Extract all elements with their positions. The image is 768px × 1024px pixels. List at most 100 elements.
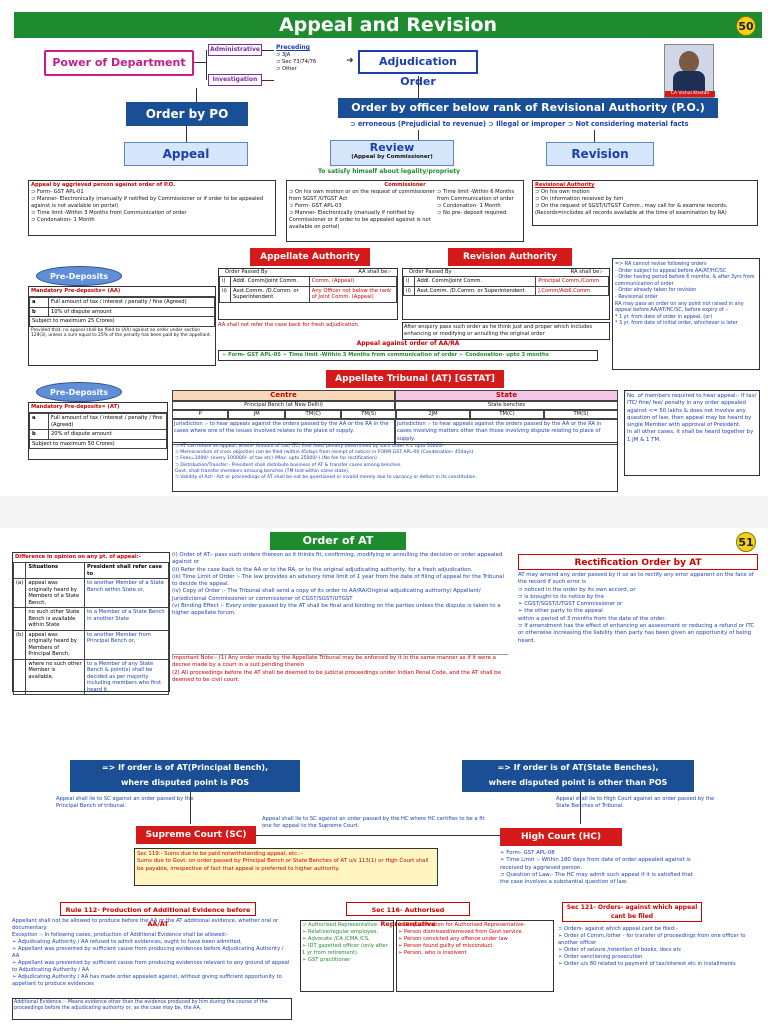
- legality-note: To satisfy himself about legality/propri…: [318, 168, 518, 176]
- centre-col-jm: JM: [228, 410, 284, 419]
- revision-box: Revision: [546, 142, 654, 166]
- ra-head-left: Order Passed By: [409, 269, 452, 276]
- pos-principal-bench-box: => If order is of AT(Principal Bench), w…: [70, 760, 300, 792]
- aa-deposit-a: Full amount of tax / interest / penalty …: [49, 298, 215, 308]
- revisional-title: Revisional Authority: [535, 182, 755, 189]
- rule-112-title: Rule 112- Production of Additional Evide…: [60, 902, 256, 916]
- at-subject: Subject to maximum 50 Crores): [30, 439, 167, 449]
- appeal-details-title: Appeal by aggrieved person against order…: [31, 182, 273, 189]
- centre-col-tmc: TM(C): [285, 410, 341, 419]
- aa-refer-note: AA shall not refer the case back for fre…: [218, 322, 408, 329]
- sec-116-right: ⊃ Disqualification for Authorised Repres…: [396, 920, 554, 992]
- jurisdiction-state: Jurisdiction :- to hear appeals against …: [395, 419, 618, 444]
- state-col-tmc: TM(C): [470, 410, 544, 419]
- review-box: Review (Appeal by Commissioner): [330, 140, 454, 166]
- ra-row2-right: J.Comm/Addl.Comm: [536, 286, 609, 296]
- state-col-tms: TM(S): [544, 410, 618, 419]
- hc-points: ➢ Form- GST APL-08 ➢ Time Limit :- Withi…: [500, 850, 700, 898]
- revisional-text: ⊃ On his own motion ⊃ On information rec…: [535, 189, 755, 217]
- rectification-title: Rectification Order by AT: [518, 554, 758, 570]
- adjudication-order-box: Adjudication Order: [358, 50, 478, 74]
- aa-row1-right: Comm. (Appeal): [309, 277, 396, 287]
- aa-deposit-b: 10% of dispute amount: [49, 307, 215, 317]
- order-points: (i) Order of AT:- pass such orders there…: [172, 552, 508, 652]
- aa-subject: Subject to maximum 25 Crores): [30, 317, 215, 327]
- high-court-box: High Court (HC): [500, 828, 622, 846]
- hc-appeal-note: Appeal shall lie to High Court against a…: [556, 796, 726, 810]
- commissioner-title: Commissioner: [289, 182, 521, 189]
- state-header: State: [395, 390, 618, 401]
- aa-order-table: Order Passed By AA shall be:- i)Addl. Co…: [218, 268, 398, 320]
- revision-authority-box: Revision Authority: [448, 248, 572, 266]
- tribunal-points: ⊃ AT can refuse an appeal, where- Amount…: [172, 442, 618, 492]
- appellate-authority-box: Appellate Authority: [250, 248, 370, 266]
- author-name: CA Vishal Khetan: [665, 91, 715, 97]
- difference-title: Difference in opinion on any pt. of appe…: [13, 553, 169, 562]
- aa-ra-form-line: ➢ Form- GST APL-05 ➢ Time limit -Within …: [218, 350, 598, 361]
- order-of-at-title: Order of AT: [270, 532, 406, 550]
- ra-order-table: Order Passed By RA shall be:- i)Addl. Co…: [402, 268, 610, 320]
- pre-deposits-badge-2: Pre-Deposits: [36, 382, 122, 402]
- diff-row-right: to another Member of a State Bench withi…: [84, 579, 168, 608]
- sc-appeal-note: Appeal shall lie to SC against an order …: [56, 796, 206, 810]
- difference-opinion-table: Difference in opinion on any pt. of appe…: [12, 552, 170, 692]
- centre-col-p: P: [172, 410, 228, 419]
- appellate-tribunal-box: Appellate Tribunal (AT) [GSTAT]: [326, 370, 504, 388]
- diff-row-left: no such other State Bench is available w…: [26, 608, 85, 631]
- rule-112-text: Appellant shall not be allowed to produc…: [12, 918, 292, 996]
- ra-cannot-revise-box: => RA cannot revise following orders - O…: [612, 258, 760, 370]
- sec-121-title: Sec 121- Orders- against which appeal ca…: [562, 902, 702, 922]
- at-deposit-a: Full amount of tax / interest / penalty …: [49, 414, 167, 430]
- investigation-label: Investigation: [208, 74, 262, 86]
- aa-row1-left: Addl. Comm/Joint Comm.: [231, 277, 310, 287]
- ra-head-right: RA shall be:-: [571, 269, 603, 276]
- no-of-members-box: No. of members required to hear appeal:-…: [624, 390, 760, 476]
- ra-row2-left: Asst.Comm. /D.Comm. or Superintendent: [415, 286, 536, 296]
- diff-row-right: to a Member of a State Bench in another …: [84, 608, 168, 631]
- appeal-details-box: Appeal by aggrieved person against order…: [28, 180, 276, 236]
- preceding-box: Preceding ⊃ 3JA ⊃ Sec 73/74/76 ⊃ Other: [276, 44, 346, 84]
- review-subtitle: (Appeal by Commissioner): [331, 154, 453, 160]
- principal-bench-label: Principal Bench (at New Delhi): [172, 401, 395, 410]
- appeal-box: Appeal: [124, 142, 248, 166]
- page-50: Appeal and Revision 50 Power of Departme…: [0, 0, 768, 496]
- aa-row2-right: Any Officer not below the rank of Joint …: [309, 286, 396, 302]
- at-deposit-b: 20% of dispute amount: [49, 430, 167, 440]
- appeal-against-aa-ra: Appeal against order of AA/RA: [318, 340, 498, 348]
- rectification-text: AT may amend any order passed by it so a…: [518, 572, 758, 702]
- state-benches-label: State benches: [395, 401, 618, 410]
- tribunal-table: Centre State Principal Bench (at New Del…: [172, 390, 618, 438]
- sec-119-box: Sec 119:- Sums due to be paid notwithsta…: [134, 848, 438, 886]
- diff-head-right: President shall refer case to: [84, 563, 168, 579]
- commissioner-box: Commissioner ⊃ On his own motion or on t…: [286, 180, 524, 242]
- author-photo: CA Vishal Khetan: [664, 44, 714, 98]
- preceding-title: Preceding: [276, 44, 346, 52]
- aa-row2-left: Asst.Comm. /D.Comm. or Superintendent: [231, 286, 310, 302]
- important-note: Important Note:- (1) Any order made by t…: [172, 654, 508, 696]
- commissioner-right: ⊃ Time limit -Within 6 Months from Commu…: [437, 189, 521, 217]
- revisional-authority-box: Revisional Authority ⊃ On his own motion…: [532, 180, 758, 226]
- jurisdiction-centre: Jurisdiction :- to hear appeals against …: [172, 419, 395, 444]
- order-by-officer-box: Order by officer below rank of Revisiona…: [338, 98, 718, 118]
- aa-head-left: Order Passed By: [225, 269, 268, 276]
- diff-row-left: where no such other Member is available,: [26, 659, 85, 695]
- pos-state-bench-box: => If order is of AT(State Benches), whe…: [462, 760, 694, 792]
- commissioner-left: ⊃ On his own motion or on the request of…: [289, 189, 435, 231]
- sec-116-title: Sec 116- Authorised Representative: [346, 902, 470, 916]
- mandatory-aa-title: Mandatory Pre-deposits= (AA): [29, 287, 215, 297]
- diff-row-left: appeal was originally heard by Members o…: [26, 630, 85, 659]
- sec-116-left: ⊃ Authorised Representative- ➢ Relative/…: [300, 920, 394, 992]
- state-col-2jm: 2JM: [396, 410, 470, 419]
- review-title: Review: [331, 141, 453, 154]
- administrative-label: Administrative: [208, 44, 262, 56]
- sec-121-text: ⊃ Orders- against which appeal cant be f…: [558, 926, 758, 1006]
- page-title: Appeal and Revision: [14, 12, 762, 38]
- page-number-badge-2: 51: [736, 532, 756, 552]
- power-of-department-box: Power of Department: [44, 50, 194, 76]
- diff-row-left: appeal was originally heard by Members o…: [26, 579, 85, 608]
- ra-row1-right: Principal Comm./Comm.: [536, 277, 609, 287]
- preceding-items: ⊃ 3JA ⊃ Sec 73/74/76 ⊃ Other: [276, 52, 346, 73]
- pre-deposits-badge-1: Pre-Deposits: [36, 266, 122, 286]
